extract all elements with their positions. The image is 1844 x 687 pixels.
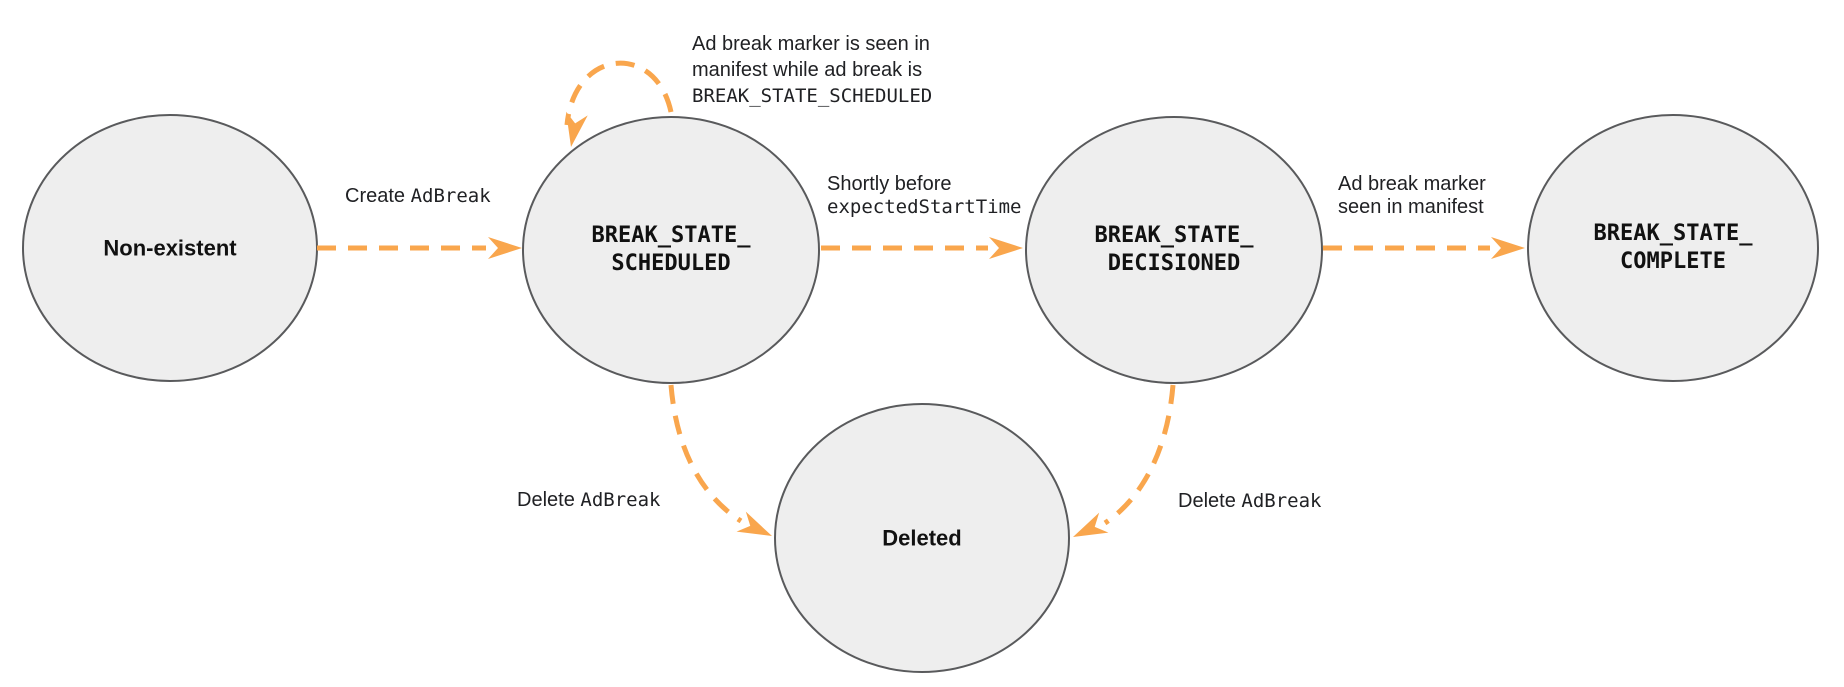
edge-label-sans: Delete [1178, 490, 1242, 512]
edge-label-create-adbreak: Create AdBreak [345, 185, 491, 208]
arrowhead-create [488, 237, 522, 259]
edge-label-line1: Ad break marker [1338, 173, 1486, 195]
edge-decisioned-to-deleted [1103, 384, 1176, 526]
state-node-decisioned [1025, 116, 1323, 384]
node-label-scheduled: BREAK_STATE_ SCHEDULED [592, 222, 751, 278]
node-text-line1: BREAK_STATE_ [1593, 221, 1753, 246]
state-node-deleted [774, 403, 1070, 673]
node-label-complete: BREAK_STATE_ COMPLETE [1594, 220, 1753, 276]
node-text-line1: BREAK_STATE_ [1094, 223, 1254, 248]
node-text-line1: BREAK_STATE_ [591, 223, 751, 248]
node-label-deleted: Deleted [882, 525, 961, 552]
arrowhead-decisioned-to-deleted [1073, 512, 1109, 537]
edge-label-mono: AdBreak [580, 489, 661, 511]
arrowhead-scheduled-to-deleted [736, 511, 772, 536]
node-text: Deleted [882, 525, 962, 551]
node-text-line2: DECISIONED [1107, 251, 1241, 276]
edge-label-to-complete: Ad break marker seen in manifest [1338, 173, 1486, 219]
edge-label-line2: manifest while ad break is [692, 59, 923, 81]
edge-label-line1: Ad break marker is seen in [692, 33, 930, 55]
edge-label-mono: AdBreak [1241, 490, 1322, 512]
arrowhead-to-decisioned [989, 237, 1023, 259]
node-text-line2: COMPLETE [1620, 249, 1726, 274]
arrowhead-self-loop [566, 111, 588, 147]
node-label-decisioned: BREAK_STATE_ DECISIONED [1095, 222, 1254, 278]
edge-label-line3: BREAK_STATE_SCHEDULED [692, 85, 933, 107]
node-text-line2: SCHEDULED [611, 251, 731, 276]
edge-label-line2: seen in manifest [1338, 196, 1484, 218]
edge-self-loop-scheduled [564, 60, 674, 126]
edge-scheduled-to-deleted [668, 384, 743, 524]
arrowhead-to-complete [1491, 237, 1525, 259]
state-node-complete [1527, 114, 1819, 382]
edge-label-sans: Create [345, 185, 411, 207]
state-node-scheduled [522, 116, 820, 384]
edge-label-line1: Shortly before [827, 173, 952, 195]
edge-label-delete-left: Delete AdBreak [517, 489, 660, 512]
node-label-non-existent: Non-existent [103, 235, 236, 262]
edge-label-delete-right: Delete AdBreak [1178, 490, 1321, 513]
edge-label-sans: Delete [517, 489, 581, 511]
edge-label-mono: AdBreak [410, 185, 491, 207]
edge-label-self-loop: Ad break marker is seen in manifest whil… [692, 31, 932, 109]
edge-label-line2: expectedStartTime [827, 196, 1022, 218]
edge-label-to-decisioned: Shortly before expectedStartTime [827, 173, 1021, 219]
node-text: Non-existent [103, 235, 237, 261]
